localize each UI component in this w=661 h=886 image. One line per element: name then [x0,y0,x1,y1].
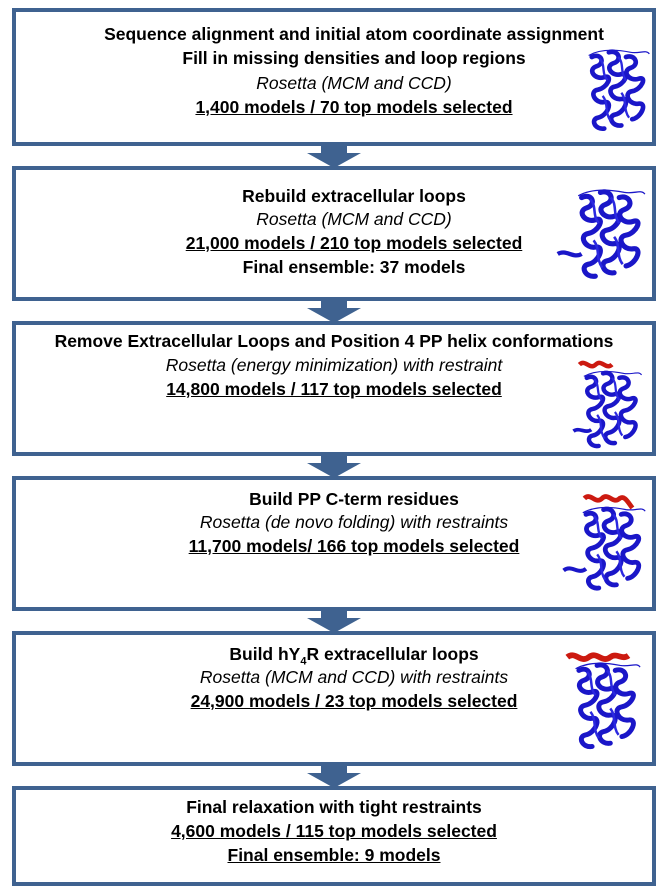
step-box-3: Remove Extracellular Loops and Position … [12,321,656,456]
step-6-models: 4,600 models / 115 top models selected [171,821,497,841]
down-arrow-icon [307,143,361,168]
step-3-title: Remove Extracellular Loops and Position … [54,331,614,351]
step-2-method: Rosetta (MCM and CCD) [256,209,452,229]
step-2-models: 21,000 models / 210 top models selected [185,233,523,253]
peptide-helix-icon [565,652,631,662]
step-5-method: Rosetta (MCM and CCD) with restraints [199,667,509,687]
receptor-structure-icon [562,494,650,600]
step-2-title: Rebuild extracellular loops [242,186,466,206]
step-5-title-prefix: Build hY [229,644,301,664]
down-arrow-icon [307,298,361,323]
step-6-ensemble: Final ensemble: 9 models [227,845,441,865]
step-4-method: Rosetta (de novo folding) with restraint… [199,512,509,532]
step-1-title-2: Fill in missing densities and loop regio… [182,48,526,68]
step-3-method: Rosetta (energy minimization) with restr… [165,355,503,375]
down-arrow-icon [307,608,361,633]
step-box-2: Rebuild extracellular loops Rosetta (MCM… [12,166,656,301]
step-1-models: 1,400 models / 70 top models selected [195,97,513,117]
step-4-title: Build PP C-term residues [249,489,459,509]
step-4-models: 11,700 models/ 166 top models selected [188,536,520,556]
step-5-title-subscript: 4 [300,655,307,668]
receptor-structure-icon [584,44,654,140]
down-arrow-icon [307,763,361,788]
step-5-title-suffix: R extracellular loops [306,644,479,664]
step-box-1: Sequence alignment and initial atom coor… [12,8,656,146]
down-arrow-icon [307,453,361,478]
step-1-method: Rosetta (MCM and CCD) [256,73,452,93]
receptor-structure-icon [572,360,646,453]
step-box-6: Final relaxation with tight restraints 4… [12,786,656,886]
step-5-models: 24,900 models / 23 top models selected [190,691,518,711]
step-2-ensemble: Final ensemble: 37 models [242,257,466,277]
step-6-title: Final relaxation with tight restraints [186,797,482,817]
step-box-4: Build PP C-term residues Rosetta (de nov… [12,476,656,611]
peptide-helix-icon [577,360,614,369]
step-box-5: Build hY4R extracellular loops Rosetta (… [12,631,656,766]
peptide-helix-icon [582,494,635,510]
step-5-title: Build hY4R extracellular loops [56,643,652,668]
receptor-structure-icon [565,652,650,757]
step-3-models: 14,800 models / 117 top models selected [166,379,502,399]
receptor-structure-icon [556,180,650,292]
step-1-title-1: Sequence alignment and initial atom coor… [104,24,604,44]
